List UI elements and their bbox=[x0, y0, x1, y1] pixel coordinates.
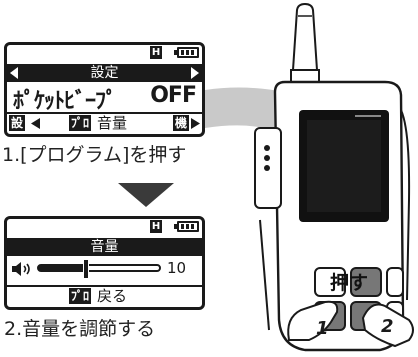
volume-slider-fill bbox=[39, 266, 85, 270]
lcd-screen-volume: H 音量 10 ﾌﾟﾛ 戻る bbox=[4, 216, 205, 310]
step-number-2: 2 bbox=[381, 316, 394, 337]
program-key-box: ﾌﾟﾛ bbox=[69, 115, 92, 131]
right-arrow-icon bbox=[191, 67, 199, 79]
menu-title: 設定 bbox=[90, 65, 119, 81]
divider bbox=[7, 112, 202, 114]
status-bar: H bbox=[7, 45, 202, 62]
status-bar: H bbox=[7, 219, 202, 236]
finger-1 bbox=[287, 300, 339, 341]
step2-caption: 2.音量を調節する bbox=[4, 318, 156, 340]
setting-value: OFF bbox=[150, 83, 197, 108]
divider bbox=[7, 285, 202, 287]
high-power-icon: H bbox=[150, 220, 162, 233]
volume-row: 10 bbox=[11, 259, 201, 279]
battery-icon bbox=[174, 47, 199, 58]
antenna bbox=[291, 2, 319, 71]
down-arrow-icon bbox=[118, 183, 174, 207]
right-triangle-icon bbox=[191, 118, 200, 129]
key-tc bbox=[350, 267, 382, 297]
menu-title-bar: 設定 bbox=[7, 64, 202, 82]
volume-max-label: 10 bbox=[167, 259, 187, 277]
volume-title: 音量 bbox=[90, 239, 119, 255]
step1-caption: 1.[プログラム]を押す bbox=[2, 144, 187, 166]
lcd-screen-settings: H 設定 ﾎﾟｹｯﾄﾋﾞｰﾌﾟ OFF 設 ﾌﾟﾛ 音量 機 bbox=[4, 42, 205, 137]
radio-illustration bbox=[205, 2, 414, 352]
left-arrow-icon bbox=[10, 67, 18, 79]
softkey-right-box: 機 bbox=[173, 115, 190, 131]
speaker-icon bbox=[12, 262, 30, 276]
setting-row: ﾎﾟｹｯﾄﾋﾞｰﾌﾟ OFF bbox=[13, 83, 197, 114]
softkey-center-label: 音量 bbox=[97, 114, 128, 132]
left-triangle-icon bbox=[31, 118, 40, 129]
volume-slider-knob bbox=[83, 259, 89, 279]
softkey-bar: ﾌﾟﾛ 戻る bbox=[7, 285, 202, 307]
softkey-bar: 設 ﾌﾟﾛ 音量 機 bbox=[7, 112, 202, 134]
setting-name: ﾎﾟｹｯﾄﾋﾞｰﾌﾟ bbox=[13, 89, 117, 114]
high-power-icon: H bbox=[150, 46, 162, 59]
back-label: 戻る bbox=[97, 287, 128, 305]
step-number-1: 1 bbox=[316, 318, 329, 339]
volume-slider-track bbox=[37, 264, 161, 272]
key-tl bbox=[314, 267, 346, 297]
push-label: 押す bbox=[330, 272, 369, 294]
battery-icon bbox=[174, 221, 199, 232]
softkey-left-box: 設 bbox=[9, 115, 26, 131]
key-tr bbox=[386, 267, 404, 297]
program-key-box: ﾌﾟﾛ bbox=[69, 288, 92, 304]
volume-title-bar: 音量 bbox=[7, 238, 202, 256]
finger-2 bbox=[361, 303, 414, 348]
